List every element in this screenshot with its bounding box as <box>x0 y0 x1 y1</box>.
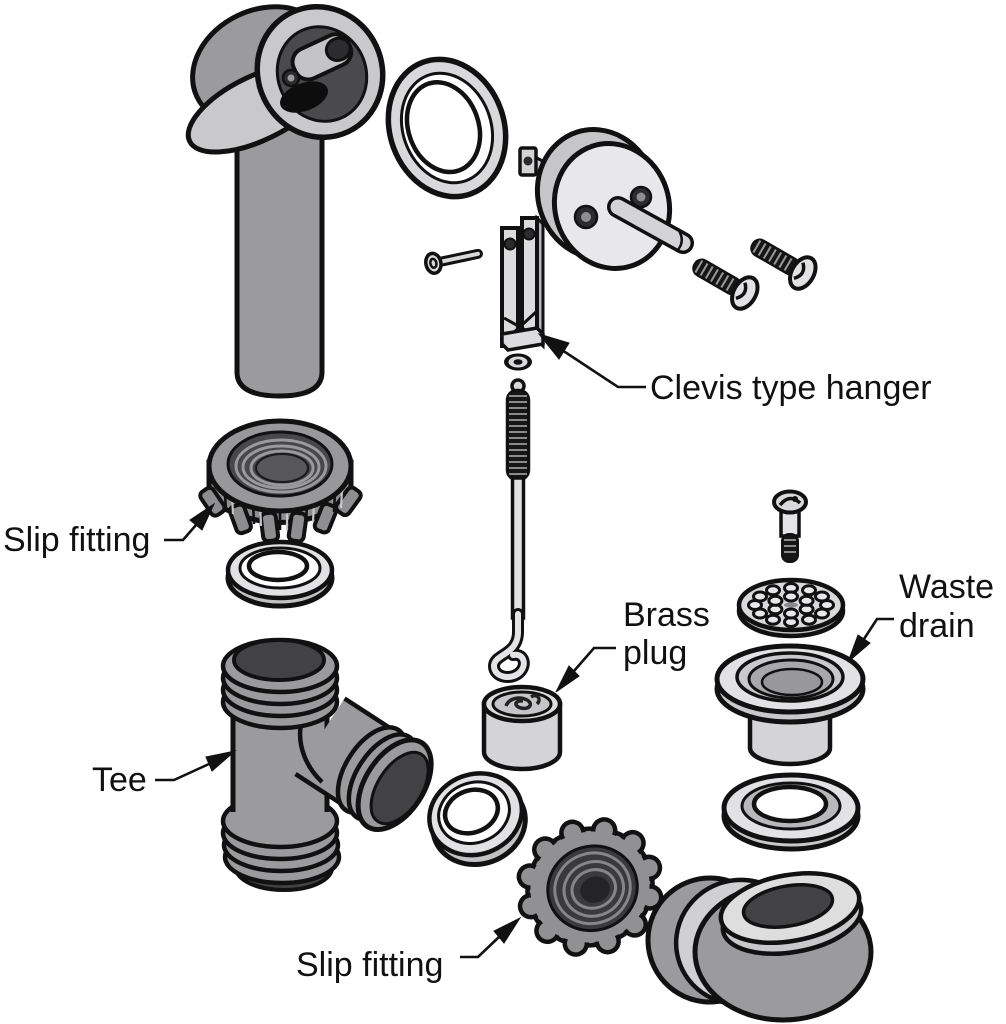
brass-plug-leader-arrow <box>555 665 580 693</box>
clevis-label: Clevis type hanger <box>650 369 932 407</box>
waste-drain-label-line1: Waste <box>899 568 994 606</box>
slip-fitting-bottom-label: Slip fitting <box>296 946 443 984</box>
waste-drain-label-line2: drain <box>899 607 975 645</box>
slip-washer-top <box>225 539 335 609</box>
label-clevis-hanger: Clevis type hanger <box>537 333 932 407</box>
slip-washer-mid <box>427 771 528 868</box>
slip-fitting-top-leader-arrow <box>189 502 216 531</box>
clevis-leader-arrow <box>537 333 570 360</box>
slip-fitting-top-label: Slip fitting <box>3 521 150 559</box>
waste-drain-leader-arrow <box>847 634 871 663</box>
overflow-elbow-pipe <box>185 3 386 399</box>
tee-leader-arrow <box>205 750 237 772</box>
drain-washer <box>721 772 861 852</box>
brass-plug-label-line1: Brass <box>623 596 710 634</box>
nut-lugs <box>198 485 363 544</box>
tee-label: Tee <box>92 761 147 799</box>
label-tee: Tee <box>92 750 237 799</box>
overflow-plate <box>518 127 694 271</box>
plate-handle-rod <box>607 196 694 254</box>
slip-fitting-nut-top <box>198 418 363 544</box>
slip-fitting-nut-bottom <box>516 817 664 957</box>
cotter-pin <box>424 248 483 275</box>
mounting-screw-right <box>750 238 818 291</box>
strainer-plate <box>736 577 846 639</box>
brass-plug <box>481 684 563 772</box>
waste-drain-flange <box>714 643 866 767</box>
drain-screw <box>772 489 808 563</box>
label-slip-fitting-top: Slip fitting <box>3 502 216 559</box>
clevis-hanger <box>500 214 545 352</box>
overflow-gasket-ring <box>385 56 509 200</box>
label-waste-drain: Waste drain <box>847 568 994 663</box>
clevis-washer <box>504 353 532 371</box>
lift-rod <box>487 378 531 683</box>
mounting-screw-left <box>692 258 760 311</box>
label-slip-fitting-bottom: Slip fitting <box>296 916 522 984</box>
brass-plug-label-line2: plug <box>623 634 687 672</box>
strainer-holes <box>747 582 835 628</box>
drain-shoe-elbow <box>645 871 874 1023</box>
label-brass-plug: Brass plug <box>555 596 710 693</box>
tee-fitting <box>220 637 434 892</box>
slip-fitting-bottom-leader-arrow <box>493 916 522 944</box>
